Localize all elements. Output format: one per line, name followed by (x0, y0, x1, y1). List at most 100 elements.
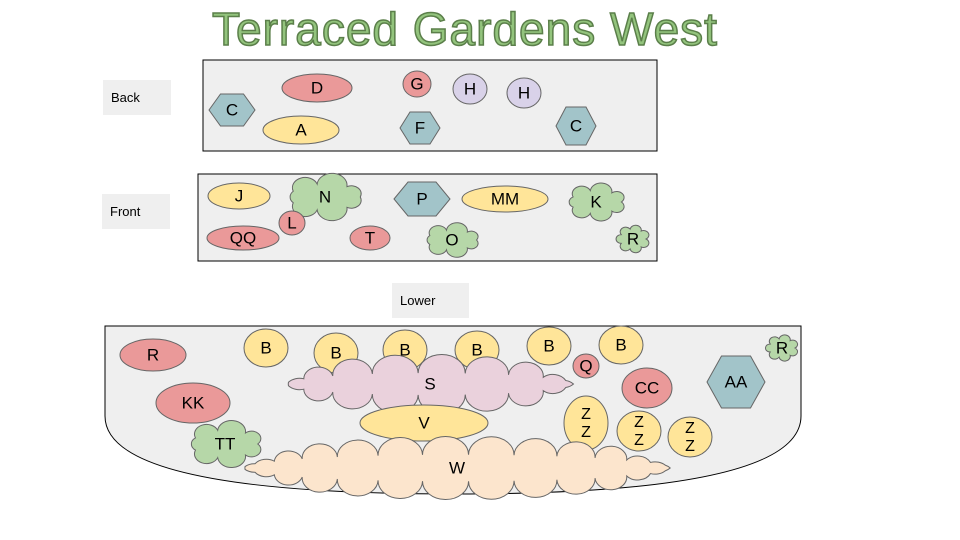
plant-back-4: F (399, 111, 441, 145)
plant-label-back-1: D (311, 79, 323, 98)
plant-shape-front-5 (393, 181, 451, 217)
plant-shape-back-5 (452, 73, 488, 105)
plant-shape-back-6 (506, 77, 542, 109)
plant-label-back-2: A (295, 121, 307, 140)
plant-lower-7: B (526, 326, 572, 366)
plant-label-lower-2: TT (215, 435, 236, 454)
plant-shape-front-9 (615, 224, 650, 254)
plant-label-front-5: P (416, 190, 427, 209)
plant-label-lower-17: R (776, 339, 788, 358)
plant-label-front-8: K (590, 193, 602, 212)
plant-label-back-7: C (570, 117, 582, 136)
plant-front-2: L (278, 210, 306, 236)
plant-shape-lower-15 (667, 416, 713, 458)
plant-shape-back-1 (281, 73, 353, 103)
plant-shape-lower-10 (359, 404, 489, 442)
plant-shape-front-3 (206, 225, 280, 251)
plant-label-back-0: C (226, 101, 238, 120)
plant-shape-lower-9 (287, 353, 575, 415)
plant-label-front-2: L (287, 214, 296, 233)
garden-title: Terraced Gardens West (211, 2, 718, 56)
plant-front-8: K (568, 182, 625, 222)
plant-label-back-4: F (415, 119, 425, 138)
plant-back-7: C (555, 106, 597, 146)
plant-front-6: MM (461, 185, 549, 213)
plant-shape-back-0 (208, 93, 256, 127)
plant-lower-18: W (244, 435, 671, 501)
plant-front-4: T (349, 225, 391, 251)
plant-label-lower-3: B (260, 339, 271, 358)
plant-shape-front-7 (426, 222, 479, 258)
plant-label-lower-6: B (471, 341, 482, 360)
plant-label-lower-4: B (330, 344, 341, 363)
section-label-back: Back (103, 80, 171, 115)
plant-shape-front-8 (568, 182, 625, 222)
plant-back-6: H (506, 77, 542, 109)
plant-back-1: D (281, 73, 353, 103)
plant-shape-lower-3 (243, 328, 289, 368)
plant-shape-lower-11 (572, 353, 600, 379)
plant-lower-3: B (243, 328, 289, 368)
plant-shape-lower-12 (621, 367, 673, 409)
plant-label-lower-7: B (543, 337, 554, 356)
plant-shape-lower-0 (119, 338, 187, 372)
plant-lower-0: R (119, 338, 187, 372)
plant-front-3: QQ (206, 225, 280, 251)
plant-lower-10: V (359, 404, 489, 442)
plant-front-7: O (426, 222, 479, 258)
plant-label-back-5: H (464, 80, 476, 99)
plant-shape-lower-16 (706, 355, 766, 409)
plant-label-lower-18: W (449, 459, 465, 478)
plant-lower-2: TT (190, 419, 262, 469)
plant-shape-back-3 (402, 70, 432, 98)
plant-lower-16: AA (706, 355, 766, 409)
plant-shape-back-7 (555, 106, 597, 146)
plant-lower-17: R (765, 334, 799, 362)
plant-label-lower-16: AA (725, 373, 748, 392)
plant-shape-lower-2 (190, 419, 262, 469)
plant-front-9: R (615, 224, 650, 254)
plant-shape-front-1 (289, 172, 362, 222)
plant-shape-front-6 (461, 185, 549, 213)
plant-label-lower-9: S (424, 375, 435, 394)
plant-back-2: A (262, 115, 340, 145)
plant-shape-front-2 (278, 210, 306, 236)
plant-lower-11: Q (572, 353, 600, 379)
plant-label-front-7: O (445, 231, 458, 250)
plant-front-0: J (207, 182, 271, 210)
plant-shape-lower-18 (244, 435, 671, 501)
plant-label-back-6: H (518, 84, 530, 103)
plant-back-0: C (208, 93, 256, 127)
plant-label-lower-11: Q (579, 357, 592, 376)
plant-back-3: G (402, 70, 432, 98)
plant-label-front-9: R (627, 230, 639, 249)
plant-shape-back-2 (262, 115, 340, 145)
plant-lower-12: CC (621, 367, 673, 409)
section-label-front: Front (102, 194, 170, 229)
plant-shape-front-0 (207, 182, 271, 210)
plant-label-front-4: T (365, 229, 375, 248)
section-label-lower: Lower (392, 283, 469, 318)
plant-label-front-0: J (235, 187, 244, 206)
plant-label-front-3: QQ (230, 229, 256, 248)
plant-label-lower-1: KK (182, 394, 205, 413)
plant-label-front-1: N (319, 188, 331, 207)
plant-shape-front-4 (349, 225, 391, 251)
plant-shape-back-4 (399, 111, 441, 145)
plant-front-5: P (393, 181, 451, 217)
plant-shape-lower-1 (155, 382, 231, 424)
plant-label-lower-10: V (418, 414, 430, 433)
plant-label-lower-8: B (615, 336, 626, 355)
plant-shape-lower-14 (616, 410, 662, 452)
plant-label-front-6: MM (491, 190, 519, 209)
plant-shape-lower-17 (765, 334, 799, 362)
plant-label-lower-0: R (147, 346, 159, 365)
plant-back-5: H (452, 73, 488, 105)
plant-shape-lower-7 (526, 326, 572, 366)
plant-label-lower-5: B (399, 341, 410, 360)
